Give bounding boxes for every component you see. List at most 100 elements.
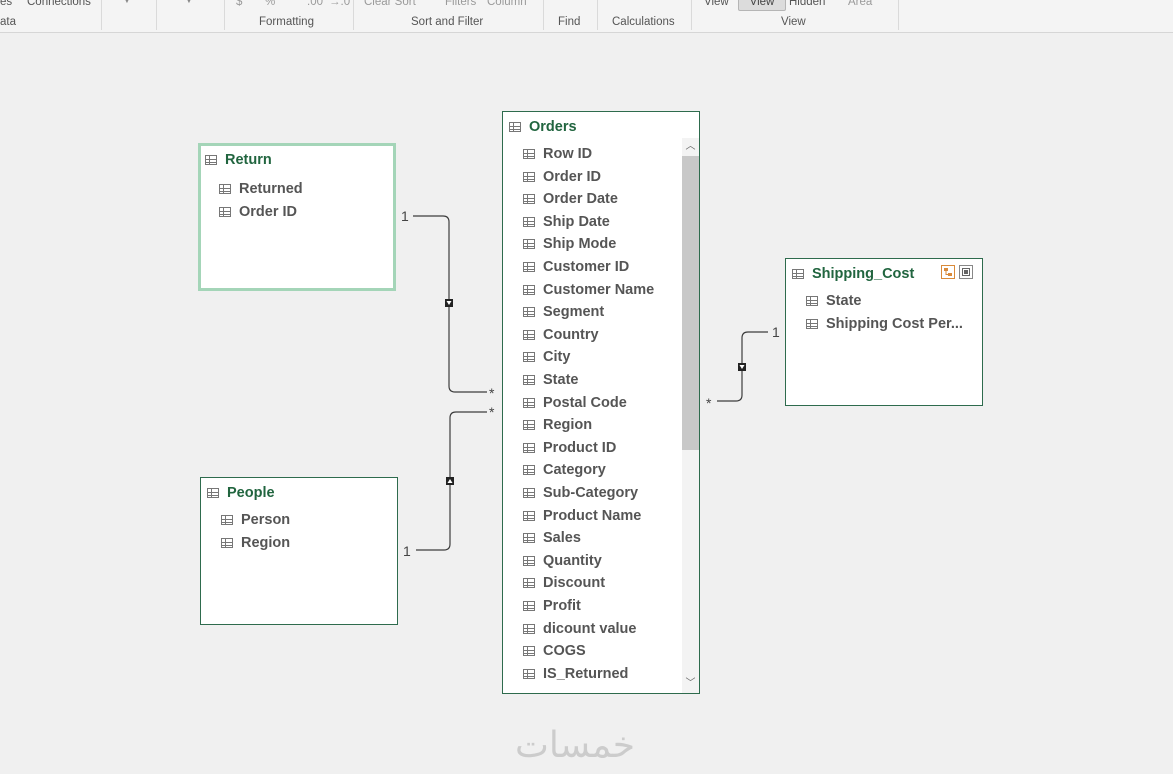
field-label: Person [241,512,291,528]
orders-scrollbar[interactable]: ︿ ﹀ [682,138,699,693]
field-label: Customer ID [543,259,630,275]
field-item[interactable]: Sales [523,529,581,547]
field-label: Product ID [543,439,617,456]
field-label: dicount value [543,620,637,637]
ribbon-divider [156,0,157,30]
field-item[interactable]: Country [523,326,599,344]
field-item[interactable]: Postal Code [523,394,627,412]
field-item[interactable]: dicount value [523,620,636,638]
field-item[interactable]: Sub-Category [523,484,638,502]
show-hidden-button[interactable]: Hidden [789,0,826,8]
field-item[interactable]: Segment [523,303,604,321]
ribbon: es Connections ▼ ▼ $ % ’ .00 →.0 Clear S… [0,0,1173,33]
increase-decimal-button[interactable]: .00 [307,0,323,8]
clear-filters-button[interactable]: Filters [445,0,477,8]
column-icon [523,623,535,634]
column-icon [523,465,535,476]
column-icon [523,375,535,385]
field-label: Segment [543,304,605,321]
field-item[interactable]: Product Name [523,507,641,525]
table-return[interactable]: Return Returned Order ID [198,143,396,291]
cardinality-many-label: * [706,395,712,411]
scroll-down-icon[interactable]: ﹀ [685,678,696,689]
column-icon [523,216,535,227]
field-item[interactable]: Ship Mode [523,235,616,253]
table-shipping-cost[interactable]: Shipping_Cost State Shipping Cost Per... [785,258,983,406]
column-icon [523,307,535,318]
field-item[interactable]: Discount [523,574,605,592]
field-item[interactable]: State [523,371,578,389]
field-label: Returned [239,181,303,197]
column-icon [806,296,818,306]
field-item[interactable]: Shipping Cost Per... [806,315,963,333]
field-item[interactable]: Person [221,511,290,529]
field-item[interactable]: Product ID [523,439,616,457]
hierarchy-icon[interactable] [941,265,955,279]
currency-format-button[interactable]: $ [236,0,243,8]
column-icon [523,194,535,205]
scroll-thumb[interactable] [682,156,699,450]
ribbon-divider [101,0,102,30]
decrease-decimal-button[interactable]: →.0 [329,0,351,8]
cardinality-one-label: 1 [401,208,409,224]
chevron-down-icon[interactable]: ▼ [185,0,193,5]
column-icon [523,488,535,498]
table-header[interactable]: Shipping_Cost [792,265,914,283]
field-label: Ship Date [543,213,610,230]
field-label: Order Date [543,191,618,208]
column-icon [523,239,535,250]
ribbon-item-connections[interactable]: Connections [27,0,91,8]
column-icon [523,646,535,657]
table-header[interactable]: People [207,484,275,502]
field-item[interactable]: Quantity [523,552,602,570]
group-label-formatting: Formatting [259,16,314,28]
field-item[interactable]: Category [523,461,606,479]
cardinality-many-label: * [489,404,495,420]
field-item[interactable]: Customer ID [523,258,629,276]
field-item[interactable]: Order Date [523,190,618,208]
table-header[interactable]: Orders [509,118,577,136]
field-item[interactable]: Region [221,534,290,552]
sort-by-column-button[interactable]: Column [487,0,527,8]
maximize-icon[interactable] [959,265,973,279]
field-item[interactable]: Order ID [219,203,297,221]
field-item[interactable]: Row ID [523,145,592,163]
field-label: Region [543,417,593,434]
field-item[interactable]: Customer Name [523,281,654,299]
table-title: People [227,485,275,501]
table-header[interactable]: Return [205,151,272,169]
field-item[interactable]: Profit [523,597,581,615]
data-view-button[interactable]: View [704,0,729,8]
field-item[interactable]: Region [523,416,592,434]
scroll-up-icon[interactable]: ︿ [685,141,696,152]
field-item[interactable]: State [806,292,861,310]
column-icon [523,601,535,611]
field-item[interactable]: COGS [523,642,586,660]
table-people[interactable]: People Person Region [200,477,398,625]
field-label: Order ID [239,204,298,220]
field-item[interactable]: Returned [219,180,303,198]
ribbon-item-queries[interactable]: es [0,0,13,8]
table-icon [792,269,804,279]
percent-format-button[interactable]: % [265,0,276,8]
comma-format-button[interactable]: ’ [289,0,292,8]
field-label: Product Name [543,507,642,524]
field-item[interactable]: IS_Returned [523,665,628,683]
clear-sort-button[interactable]: Clear Sort [364,0,416,8]
field-item[interactable]: City [523,348,570,366]
field-item[interactable]: Ship Date [523,213,610,231]
group-label-data: ata [0,16,16,28]
chevron-down-icon[interactable]: ▼ [123,0,131,5]
field-item[interactable]: Order ID [523,168,601,186]
field-label: Profit [543,598,581,614]
field-label: Country [543,326,599,343]
cardinality-one-label: 1 [772,324,780,340]
table-icon [207,488,219,498]
ribbon-divider [597,0,598,30]
diagram-view-button[interactable]: View [738,0,786,11]
field-label: Category [543,462,606,479]
calculation-area-button[interactable]: Area [848,0,873,8]
column-icon [523,149,535,159]
